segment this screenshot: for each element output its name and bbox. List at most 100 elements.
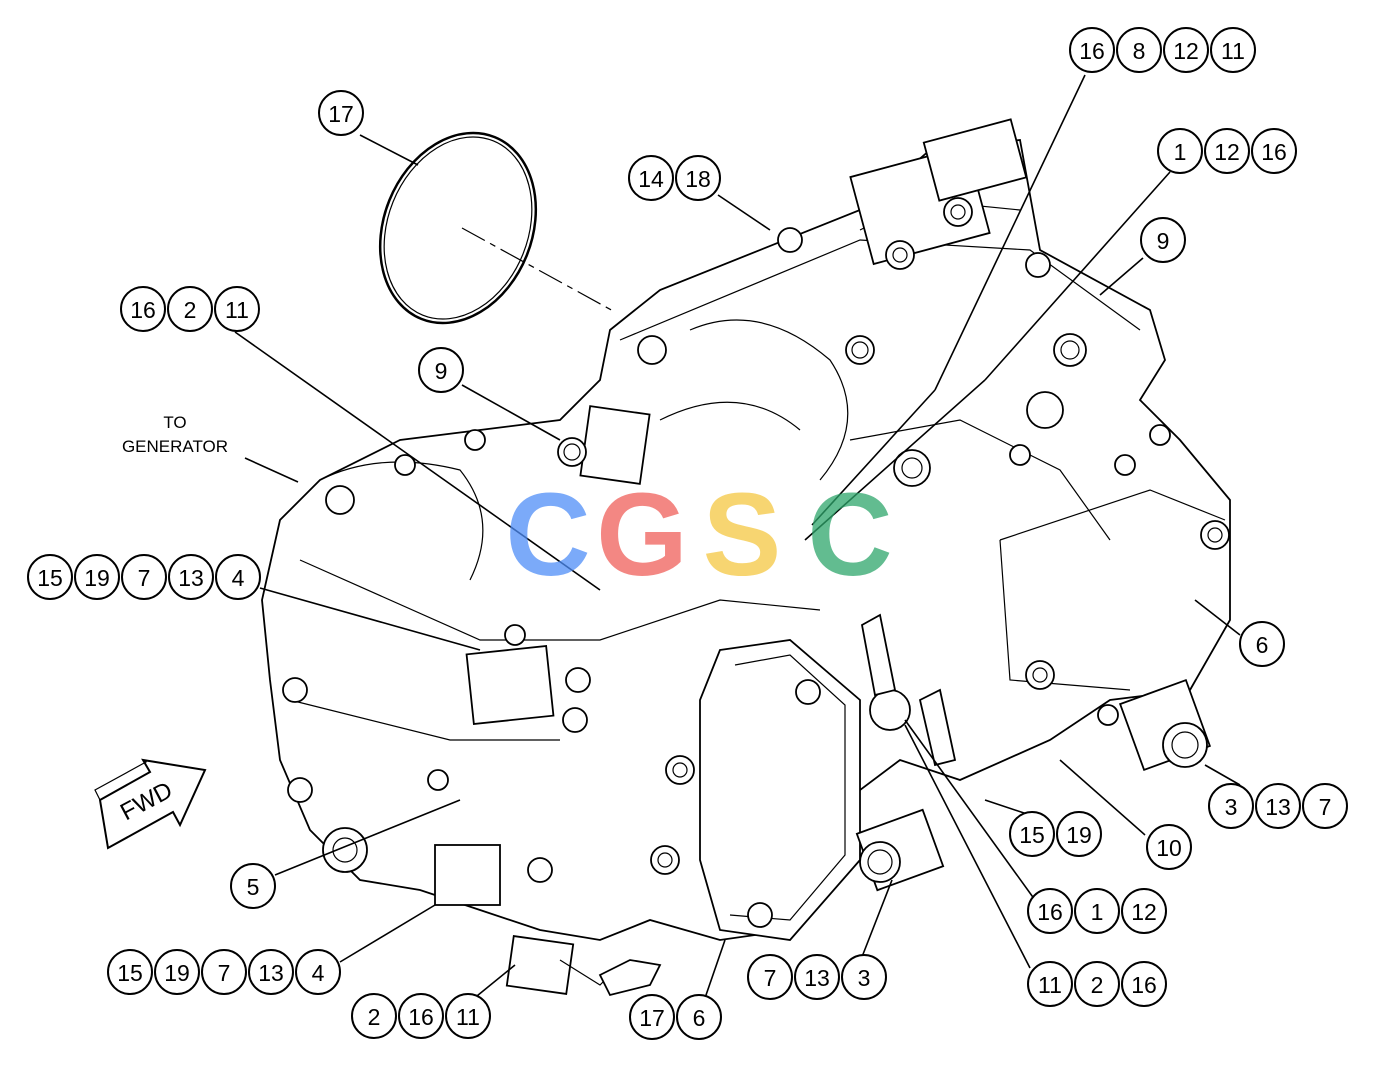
callout-circle <box>168 554 214 600</box>
callout-circle <box>628 155 674 201</box>
callout-circle <box>121 554 167 600</box>
callout-number: 15 <box>1019 822 1045 848</box>
o-ring-centerline <box>461 227 616 313</box>
callout-number: 7 <box>138 565 151 591</box>
callout-circle <box>1027 888 1073 934</box>
callout-circle <box>794 954 840 1000</box>
watermark-letter: G <box>596 469 688 601</box>
callout-number: 16 <box>130 297 156 323</box>
callout-circle <box>676 994 722 1040</box>
callout-circle <box>675 155 721 201</box>
callout-number: 9 <box>1157 228 1170 254</box>
callout-circle <box>1163 27 1209 73</box>
callout-6-right: 6 <box>1239 621 1285 667</box>
callout-10: 10 <box>1146 824 1192 870</box>
callout-circle <box>215 554 261 600</box>
callout-number: 2 <box>184 297 197 323</box>
callout-number: 16 <box>1079 38 1105 64</box>
callout-circle <box>120 286 166 332</box>
callout-circle <box>398 993 444 1039</box>
callout-number: 15 <box>117 960 143 986</box>
callout-number: 9 <box>435 358 448 384</box>
callout-number: 1 <box>1174 139 1187 165</box>
callout-number: 4 <box>232 565 245 591</box>
callout-number: 6 <box>1256 632 1269 658</box>
callout-circle <box>1255 783 1301 829</box>
callout-circle <box>1302 783 1348 829</box>
callout-circle <box>248 949 294 995</box>
callout-9-left: 9 <box>418 347 464 393</box>
callout-16-8-12-11: 16 8 12 11 <box>1069 27 1256 73</box>
callout-number: 7 <box>218 960 231 986</box>
watermark-letter: C <box>807 469 892 601</box>
callout-circle <box>841 954 887 1000</box>
forward-arrow-indicator: FWD <box>94 758 207 850</box>
callout-circle <box>295 949 341 995</box>
callout-circle <box>1146 824 1192 870</box>
callout-number: 12 <box>1131 899 1157 925</box>
callout-number: 11 <box>1221 38 1245 64</box>
callout-16-2-11-top: 16 2 11 <box>120 286 260 332</box>
callout-number: 16 <box>408 1004 434 1030</box>
callout-number: 1 <box>1091 899 1104 925</box>
callout-number: 17 <box>328 101 354 127</box>
callout-circle <box>351 993 397 1039</box>
callout-number: 11 <box>225 297 249 323</box>
callout-circle <box>154 949 200 995</box>
callout-number: 13 <box>178 565 204 591</box>
callout-circle <box>747 954 793 1000</box>
to-generator-label-line2: GENERATOR <box>122 437 228 456</box>
callout-number: 12 <box>1214 139 1240 165</box>
callout-9-right: 9 <box>1140 217 1186 263</box>
callout-circle <box>167 286 213 332</box>
callout-circle <box>1251 128 1297 174</box>
leader-lines <box>234 74 1241 1001</box>
callout-17-top: 17 <box>318 90 364 136</box>
callout-circle <box>1121 888 1167 934</box>
callout-number: 4 <box>312 960 325 986</box>
callout-number: 3 <box>858 965 871 991</box>
callout-number: 3 <box>1225 794 1238 820</box>
callout-number: 8 <box>1133 38 1146 64</box>
watermark-letter: S <box>703 469 782 601</box>
callout-number: 13 <box>1265 794 1291 820</box>
to-generator-label-line1: TO <box>163 413 186 432</box>
callout-circle <box>1069 27 1115 73</box>
callout-number: 2 <box>368 1004 381 1030</box>
watermark-letter: C <box>505 469 590 601</box>
callout-number: 11 <box>456 1004 480 1030</box>
to-generator-leader <box>244 457 299 483</box>
callout-circle <box>74 554 120 600</box>
callout-number: 7 <box>764 965 777 991</box>
callout-circle <box>201 949 247 995</box>
callout-number: 13 <box>804 965 830 991</box>
callout-circle <box>1121 961 1167 1007</box>
callout-1-12-16: 1 12 16 <box>1157 128 1297 174</box>
callout-7-13-3: 7 13 3 <box>747 954 887 1000</box>
callout-circle <box>1116 27 1162 73</box>
callout-number: 16 <box>1131 972 1157 998</box>
callout-number: 16 <box>1037 899 1063 925</box>
callout-number: 19 <box>1066 822 1092 848</box>
callout-circle <box>1210 27 1256 73</box>
callout-circle <box>1009 811 1055 857</box>
callout-circle <box>1204 128 1250 174</box>
callout-number: 11 <box>1038 972 1062 998</box>
callout-number: 12 <box>1173 38 1199 64</box>
callout-5: 5 <box>230 863 276 909</box>
callout-number: 16 <box>1261 139 1287 165</box>
callout-circle <box>1074 888 1120 934</box>
callout-circle <box>1140 217 1186 263</box>
callout-2-16-11: 2 16 11 <box>351 993 491 1039</box>
callout-circle <box>27 554 73 600</box>
callout-16-1-12: 16 1 12 <box>1027 888 1167 934</box>
